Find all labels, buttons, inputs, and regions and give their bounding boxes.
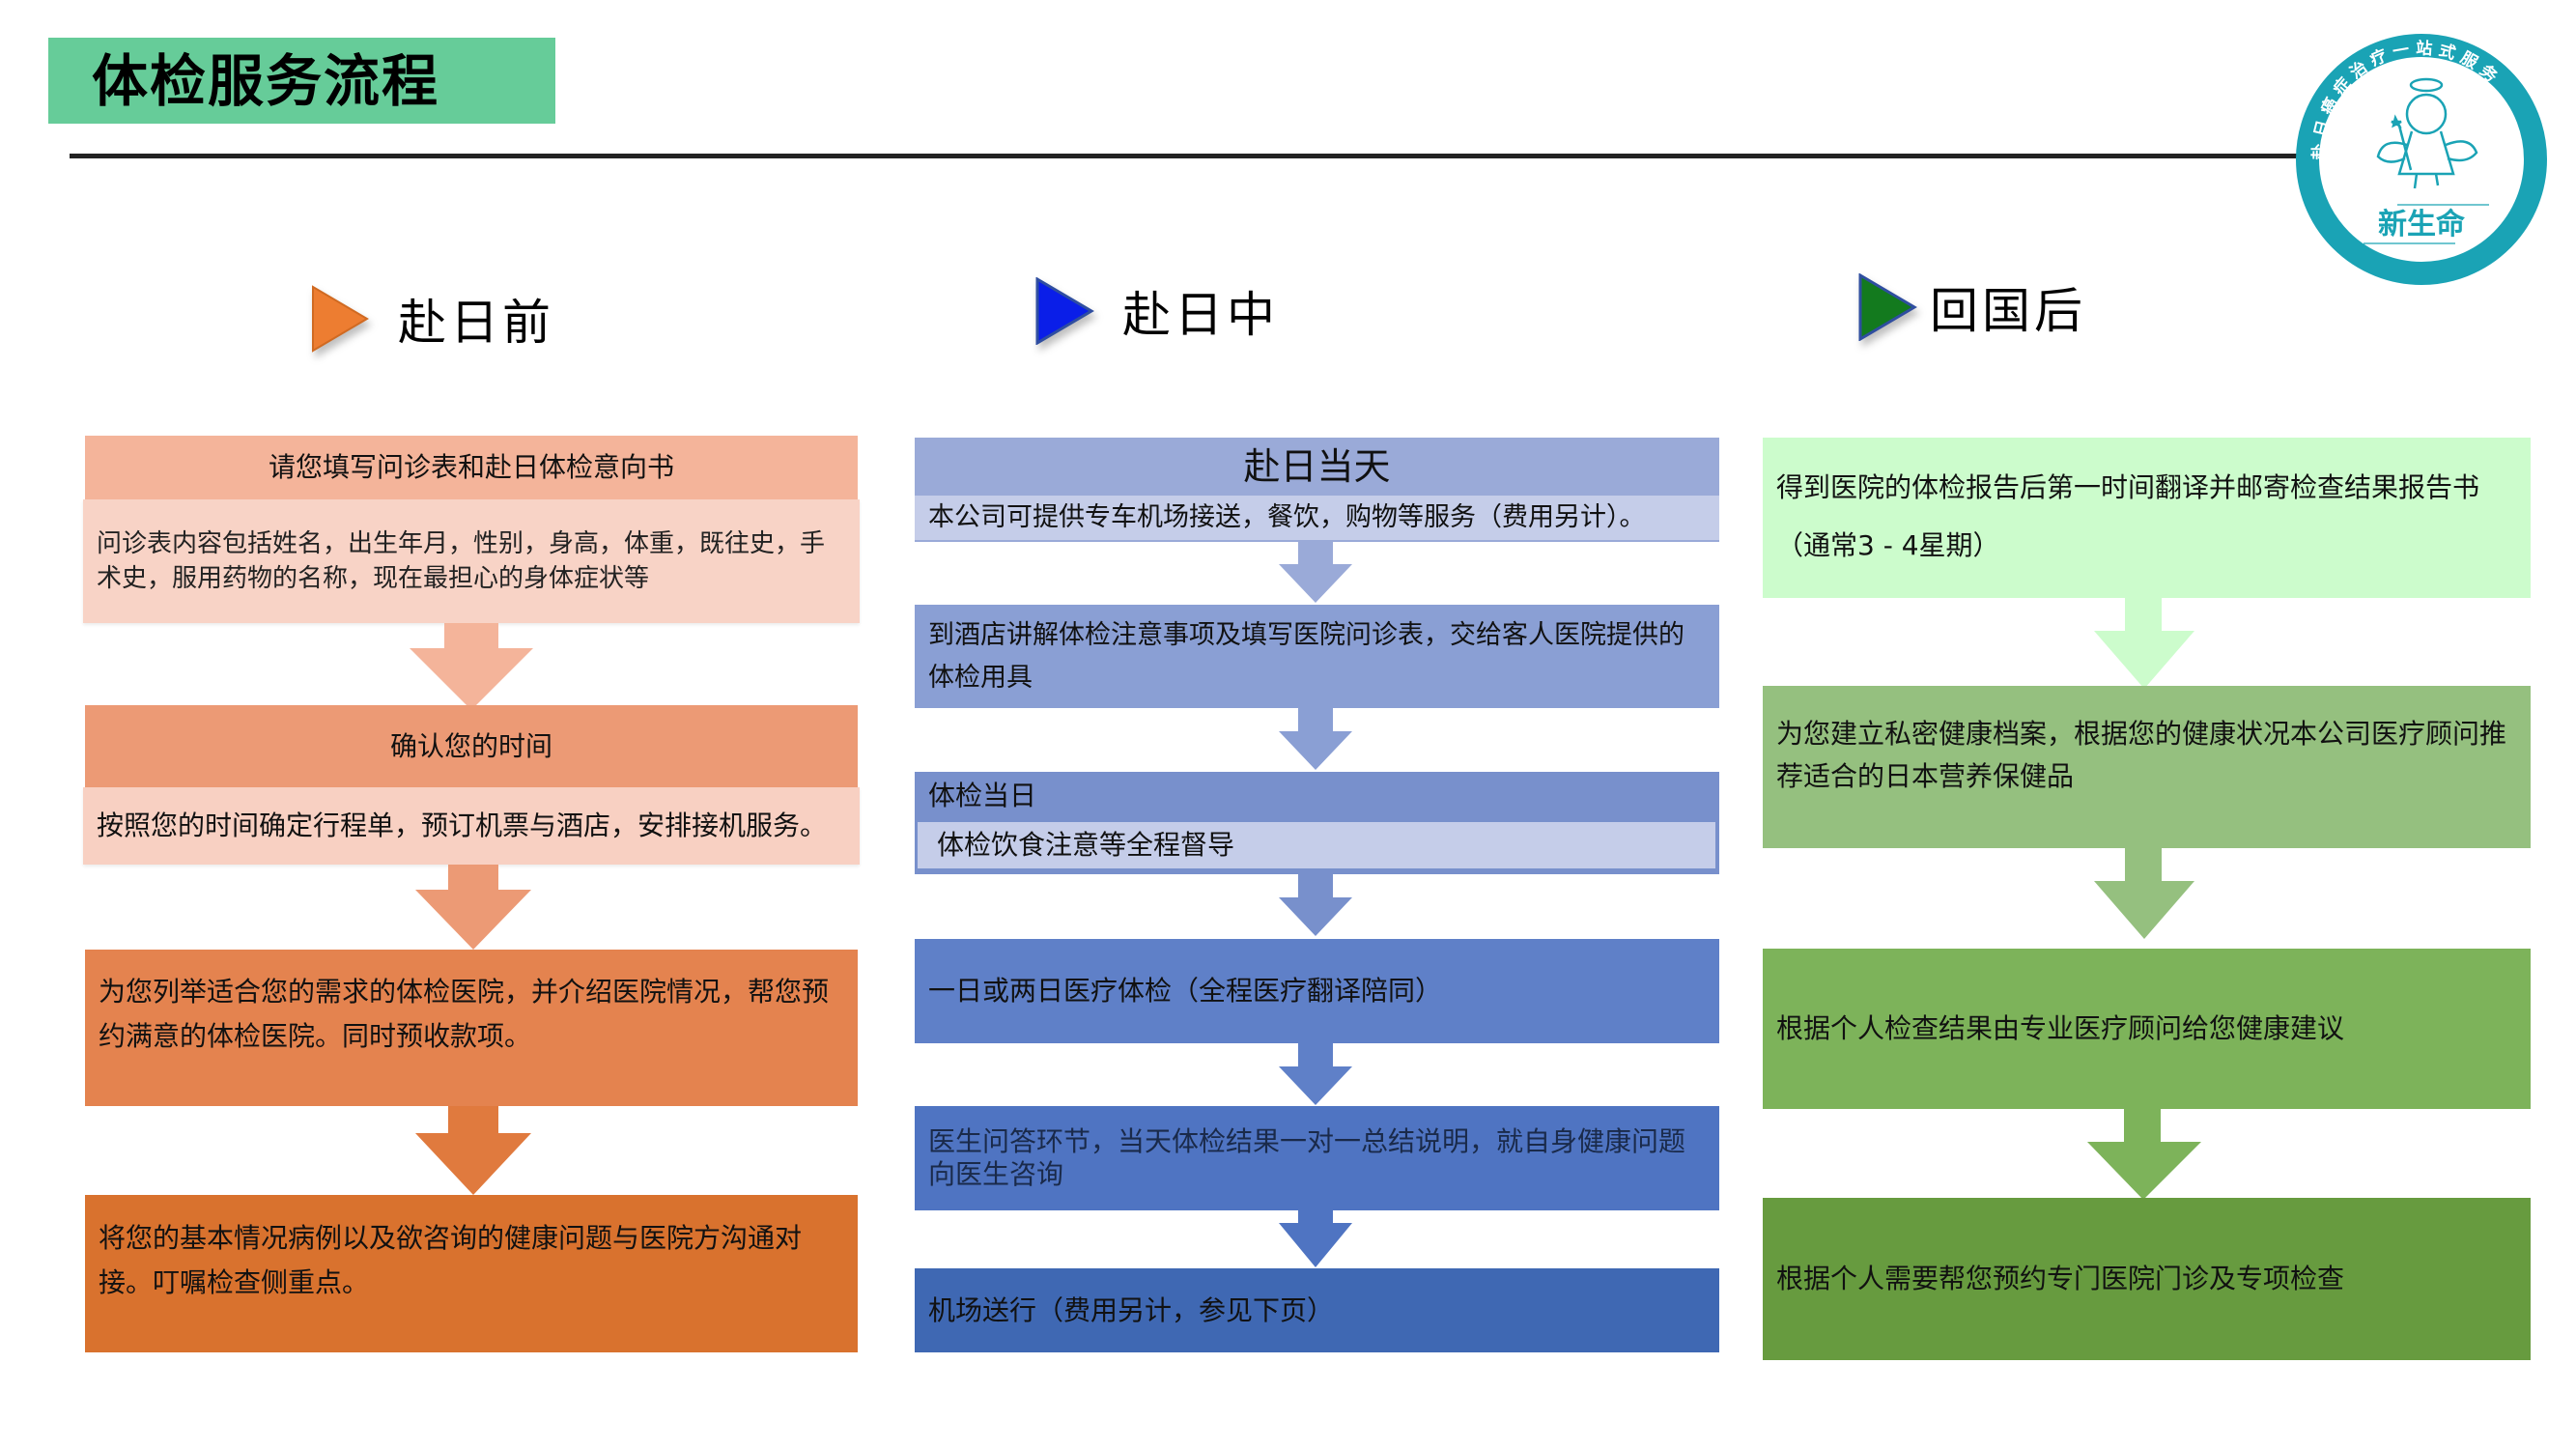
- flow-arrow-down-icon: [1277, 1209, 1354, 1271]
- step-box: 机场送行（费用另计，参见下页）: [915, 1268, 1719, 1352]
- flow-arrow-down-icon: [1277, 708, 1354, 772]
- step-subtext: （通常3 - 4星期）: [1776, 529, 2000, 561]
- step-box: 一日或两日医疗体检（全程医疗翻译陪同）: [915, 939, 1719, 1043]
- phase-header-before: 赴日前: [311, 280, 554, 357]
- flow-arrow-down-icon: [406, 865, 541, 953]
- phase-label: 赴日前: [398, 295, 554, 351]
- step-detail: 按照您的时间确定行程单，预订机票与酒店，安排接机服务。: [83, 787, 860, 865]
- triangle-right-icon: [1858, 273, 1917, 341]
- logo-brand-text: 新生命: [2378, 208, 2466, 242]
- step-detail: 问诊表内容包括姓名，出生年月，性别，身高，体重，既往史，手术史，服用药物的名称，…: [83, 499, 860, 623]
- step-box: 医生问答环节，当天体检结果一对一总结说明，就自身健康问题向医生咨询: [915, 1106, 1719, 1210]
- triangle-right-icon: [312, 285, 369, 353]
- flow-arrow-down-icon: [404, 623, 539, 712]
- flow-arrow-down-icon: [2086, 848, 2202, 940]
- phase-header-during: 赴日中: [1035, 272, 1279, 350]
- flow-arrow-down-icon: [1277, 874, 1354, 938]
- step-box: 将您的基本情况病例以及欲咨询的健康问题与医院方沟通对接。叮嘱检查侧重点。: [85, 1195, 858, 1352]
- phase-label: 回国后: [1930, 283, 2086, 339]
- flow-arrow-down-icon: [1277, 1043, 1354, 1107]
- flow-arrow-down-icon: [2086, 598, 2202, 690]
- phase-header-after: 回国后: [1858, 269, 2086, 346]
- step-detail: 本公司可提供专车机场接送，餐饮，购物等服务（费用另计）。: [915, 496, 1719, 542]
- step-box: 为您建立私密健康档案，根据您的健康状况本公司医疗顾问推荐适合的日本营养保健品: [1763, 686, 2531, 848]
- step-box: 为您列举适合您的需求的体检医院，并介绍医院情况，帮您预约满意的体检医院。同时预收…: [85, 950, 858, 1106]
- flow-arrow-down-icon: [2081, 1109, 2207, 1202]
- page-title: 体检服务流程: [92, 48, 440, 114]
- step-title: 确认您的时间: [85, 705, 858, 787]
- step-title: 请您填写问诊表和赴日体检意向书: [85, 436, 858, 499]
- triangle-right-icon: [1035, 277, 1094, 345]
- step-box: 根据个人需要帮您预约专门医院门诊及专项检查: [1763, 1198, 2531, 1360]
- step-title: 赴日当天: [915, 438, 1719, 496]
- flow-arrow-down-icon: [1277, 541, 1354, 605]
- angel-icon: [2376, 77, 2478, 189]
- header-divider: [70, 154, 2310, 158]
- step-box: 到酒店讲解体检注意事项及填写医院问诊表，交给客人医院提供的体检用具: [915, 605, 1719, 708]
- step-box: 得到医院的体检报告后第一时间翻译并邮寄检查结果报告书 （通常3 - 4星期）: [1763, 438, 2531, 598]
- step-detail: 体检饮食注意等全程督导: [918, 822, 1715, 868]
- step-text: 得到医院的体检报告后第一时间翻译并邮寄检查结果报告书: [1776, 471, 2480, 503]
- phase-label: 赴日中: [1122, 287, 1279, 343]
- flow-arrow-down-icon: [406, 1106, 541, 1197]
- step-box: 根据个人检查结果由专业医疗顾问给您健康建议: [1763, 949, 2531, 1109]
- title-banner: [48, 38, 555, 124]
- logo-emblem-icon: 赴日癌症治疗一站式服务 新生命: [2296, 34, 2547, 285]
- brand-logo: 赴日癌症治疗一站式服务 新生命: [2291, 29, 2552, 290]
- step-title: 体检当日: [915, 772, 1719, 820]
